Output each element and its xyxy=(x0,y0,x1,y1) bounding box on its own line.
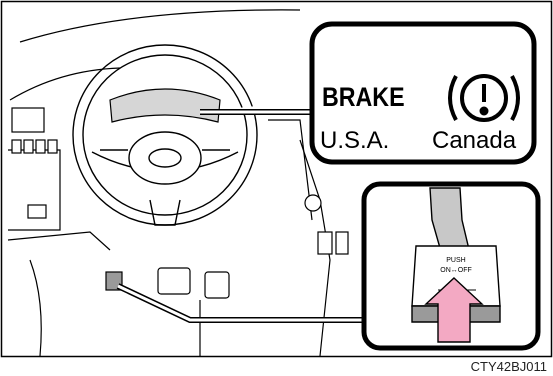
canada-region-label: Canada xyxy=(432,129,516,153)
push-label-line1: PUSH xyxy=(446,257,465,264)
brake-indicator-text: BRAKE xyxy=(322,84,405,111)
figure-code: CTY42BJ011 xyxy=(471,360,547,373)
usa-region-label: U.S.A. xyxy=(320,129,389,153)
push-label-line2: ON↔OFF xyxy=(440,267,472,274)
